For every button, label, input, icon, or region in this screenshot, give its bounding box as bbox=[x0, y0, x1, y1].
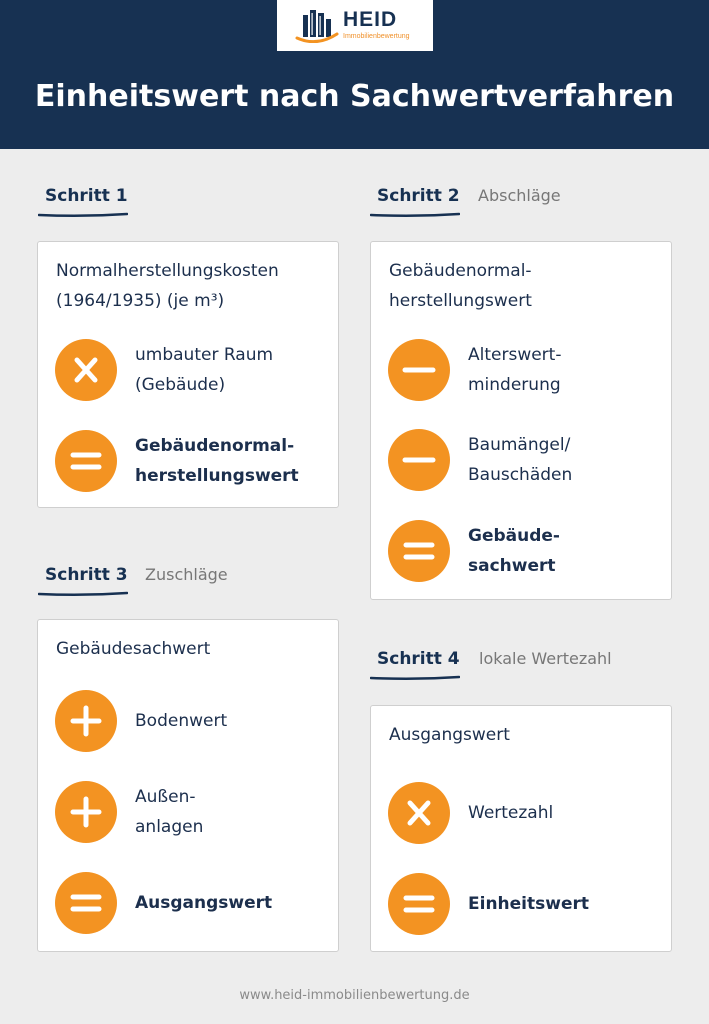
step-2-underline bbox=[370, 212, 460, 218]
step-4-subtitle: lokale Wertezahl bbox=[479, 649, 612, 668]
step-1-card-title: Normalherstellungskosten (1964/1935) (je… bbox=[56, 261, 279, 311]
logo-name: HEID bbox=[343, 8, 398, 31]
step-1-row-2-text: Gebäudenormal- herstellungswert bbox=[135, 436, 299, 486]
step-3-subtitle: Zuschläge bbox=[145, 565, 228, 584]
step-4-label: Schritt 4 bbox=[377, 649, 460, 669]
step-1-label: Schritt 1 bbox=[45, 186, 128, 206]
step-2-card-title: Gebäudenormal- herstellungswert bbox=[389, 261, 532, 311]
step-3-card: Gebäudesachwert Bodenwert Außen- anlagen… bbox=[37, 619, 339, 952]
step-2-subtitle: Abschläge bbox=[478, 186, 561, 205]
step-3-label: Schritt 3 bbox=[45, 565, 128, 585]
header-banner: HEID Immobilienbewertung Einheitswert na… bbox=[0, 0, 709, 149]
step-1-row-1-text: umbauter Raum (Gebäude) bbox=[135, 345, 274, 395]
plus-icon bbox=[55, 781, 117, 843]
step-3-underline bbox=[38, 591, 128, 597]
multiply-icon bbox=[388, 782, 450, 844]
step-4-row-2-text: Einheitswert bbox=[468, 894, 589, 914]
equals-icon bbox=[388, 520, 450, 582]
step-3-row-2-text: Außen- anlagen bbox=[135, 787, 204, 837]
equals-icon bbox=[55, 430, 117, 492]
minus-icon bbox=[388, 339, 450, 401]
step-2-label: Schritt 2 bbox=[377, 186, 460, 206]
step-4-card-title: Ausgangswert bbox=[389, 725, 510, 745]
equals-icon bbox=[388, 873, 450, 935]
step-1-card: Normalherstellungskosten (1964/1935) (je… bbox=[37, 241, 339, 508]
step-2-row-1-text: Alterswert- minderung bbox=[468, 345, 562, 395]
step-4-underline bbox=[370, 675, 460, 681]
building-logo-icon bbox=[295, 10, 339, 43]
step-2-card: Gebäudenormal- herstellungswert Alterswe… bbox=[370, 241, 672, 600]
step-3-card-title: Gebäudesachwert bbox=[56, 639, 211, 659]
logo-subtitle: Immobilienbewertung bbox=[343, 33, 410, 40]
equals-icon bbox=[55, 872, 117, 934]
step-2-row-2-text: Baumängel/ Bauschäden bbox=[468, 435, 573, 485]
multiply-icon bbox=[55, 339, 117, 401]
page-title: Einheitswert nach Sachwertverfahren bbox=[34, 79, 675, 114]
step-4-row-1-text: Wertezahl bbox=[468, 803, 554, 823]
step-2-row-3-text: Gebäude- sachwert bbox=[468, 526, 560, 576]
step-1-underline bbox=[38, 212, 128, 218]
step-3-row-3-text: Ausgangswert bbox=[135, 893, 273, 913]
step-3-row-1-text: Bodenwert bbox=[135, 711, 228, 731]
plus-icon bbox=[55, 690, 117, 752]
logo: HEID Immobilienbewertung bbox=[277, 0, 433, 51]
footer-url: www.heid-immobilienbewertung.de bbox=[239, 988, 470, 1003]
step-4-card: Ausgangswert Wertezahl Einheitswert bbox=[370, 705, 672, 952]
minus-icon bbox=[388, 429, 450, 491]
